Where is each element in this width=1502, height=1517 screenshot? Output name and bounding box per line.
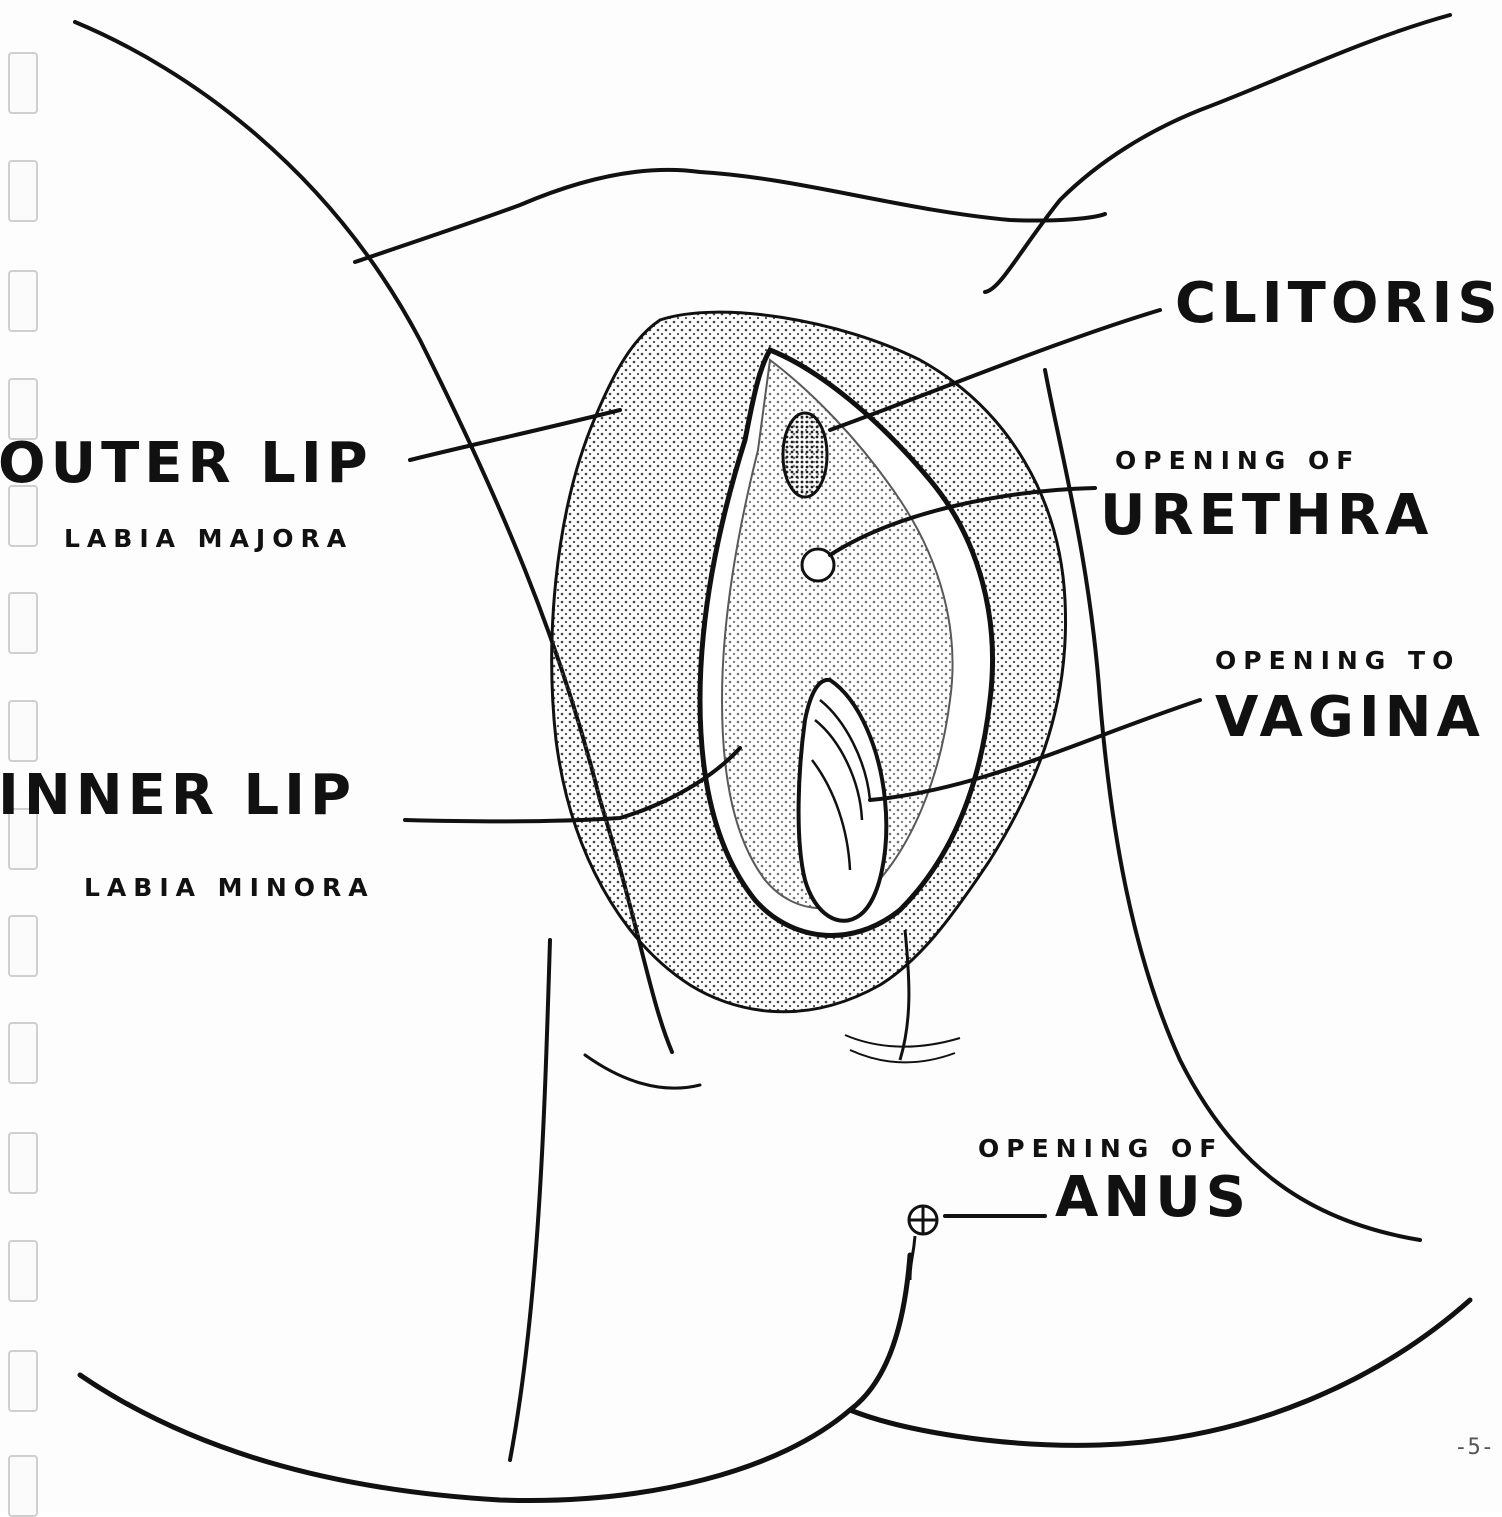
lower-right-buttock (850, 1300, 1470, 1445)
label-clitoris: CLITORIS (1175, 276, 1502, 332)
label-inner-lip: INNER LIP (0, 768, 356, 824)
label-urethra: URETHRA (1100, 488, 1433, 544)
lower-left-buttock (80, 1255, 910, 1500)
label-anus: ANUS (1055, 1170, 1251, 1226)
anus-crease (910, 1236, 915, 1280)
label-outer-lip: OUTER LIP (0, 436, 373, 492)
label-labia-majora: LABIA MAJORA (64, 526, 353, 551)
label-urethra-prefix: OPENING OF (1115, 448, 1360, 473)
label-vagina-prefix: OPENING TO (1215, 648, 1460, 673)
center-crease (585, 1055, 700, 1088)
label-labia-minora: LABIA MINORA (84, 875, 375, 900)
left-buttock-crease (355, 170, 1105, 262)
page-number: -5- (1454, 1435, 1494, 1460)
right-thigh-outline (985, 15, 1450, 292)
clitoris-shape (783, 413, 827, 497)
label-anus-prefix: OPENING OF (978, 1136, 1223, 1161)
left-inner-buttock (510, 940, 550, 1460)
anus-shape (909, 1206, 937, 1234)
label-vagina: VAGINA (1215, 690, 1485, 746)
